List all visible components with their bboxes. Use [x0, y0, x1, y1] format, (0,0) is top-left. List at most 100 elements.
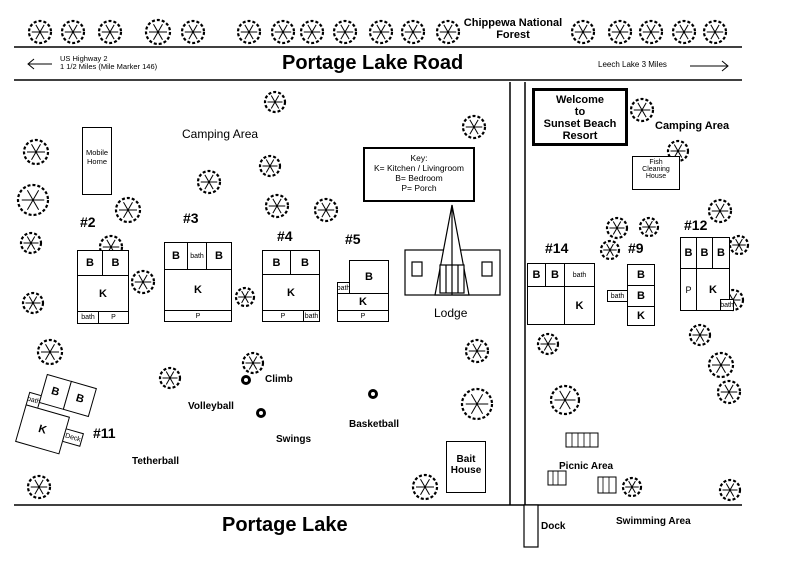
cabin-3: B bath B K P: [164, 242, 232, 322]
tree-icon: [607, 19, 633, 45]
cabin-12-room: bath: [720, 299, 734, 311]
tree-icon: [19, 231, 43, 255]
camping-area-right-label: Camping Area: [655, 120, 730, 132]
tree-icon: [263, 90, 287, 114]
cabin-2-room: P: [98, 311, 129, 324]
bait-house: Bait House: [446, 441, 486, 493]
dock: [523, 504, 539, 548]
tree-icon: [313, 197, 339, 223]
tree-icon: [22, 138, 50, 166]
cabin-3-number: #3: [183, 210, 199, 226]
cabin-9-room: bath: [607, 290, 628, 302]
fish-cleaning-house: Fish Cleaning House: [632, 156, 680, 190]
cabin-5-number: #5: [345, 231, 361, 247]
lodge-label: Lodge: [434, 306, 468, 320]
forest-label: Chippewa National Forest: [463, 17, 563, 42]
road-name: Portage Lake Road: [282, 52, 464, 74]
tree-icon: [629, 97, 655, 123]
welcome-sign: Welcome to Sunset Beach Resort: [532, 88, 628, 146]
tree-icon: [36, 338, 64, 366]
swimming-area-label: Swimming Area: [616, 516, 691, 527]
tree-icon: [144, 18, 172, 46]
tree-icon: [702, 19, 728, 45]
cabin-5: B bath K P: [337, 260, 389, 322]
tree-icon: [180, 19, 206, 45]
tree-icon: [299, 19, 325, 45]
tree-icon: [638, 216, 660, 238]
cabin-3-room: K: [164, 269, 232, 311]
tree-icon: [158, 366, 182, 390]
cabin-4-room: B: [290, 250, 320, 275]
dock-label: Dock: [541, 521, 566, 532]
tree-icon: [130, 269, 156, 295]
tree-icon: [332, 19, 358, 45]
tree-icon: [688, 323, 712, 347]
cabin-4-room: bath: [303, 310, 320, 322]
cabin-14-number: #14: [545, 240, 569, 256]
tree-icon: [270, 19, 296, 45]
direction-right: Leech Lake 3 Miles: [598, 60, 667, 69]
cabin-12-room: P: [680, 268, 697, 311]
swings-label: Swings: [276, 434, 312, 445]
cabin-14-room: B: [545, 263, 565, 287]
tree-icon: [599, 239, 621, 261]
tree-icon: [196, 169, 222, 195]
mobile-home: Mobile Home: [82, 127, 112, 195]
tree-icon: [570, 19, 596, 45]
basketball-label: Basketball: [349, 419, 400, 430]
tree-icon: [97, 19, 123, 45]
cabin-5-room: B: [349, 260, 389, 294]
cabin-4-room: B: [262, 250, 291, 275]
tree-icon: [707, 198, 733, 224]
tree-icon: [236, 19, 262, 45]
cabin-14-room: K: [564, 286, 595, 325]
cabin-11-number: #11: [93, 425, 116, 441]
cabin-9-number: #9: [628, 240, 644, 256]
tree-icon: [234, 286, 256, 308]
tree-icon: [368, 19, 394, 45]
cabin-11-room: Deck: [61, 428, 85, 447]
cabin-12-room: B: [680, 237, 697, 269]
arrow-right-icon: [690, 60, 729, 72]
cabin-14-room: bath: [564, 263, 595, 287]
cabin-14-room: B: [527, 263, 546, 287]
tree-icon: [605, 216, 629, 240]
tree-icon: [435, 19, 461, 45]
tree-icon: [461, 114, 487, 140]
tree-icon: [536, 332, 560, 356]
cabin-4-number: #4: [277, 228, 293, 244]
tree-icon: [460, 387, 494, 421]
cabin-9-room: B: [627, 285, 655, 307]
cabin-12-room: B: [712, 237, 730, 269]
volleyball-label: Volleyball: [188, 401, 234, 412]
activity-markers: [241, 375, 378, 418]
tree-icon: [26, 474, 52, 500]
tree-icon: [621, 476, 643, 498]
direction-left: US Highway 2 1 1/2 Miles (Mile Marker 14…: [60, 54, 158, 72]
tree-icon: [27, 19, 53, 45]
cabin-5-room: P: [337, 310, 389, 322]
tree-icon: [638, 19, 664, 45]
cabin-3-room: bath: [187, 242, 207, 270]
tree-icon: [716, 379, 742, 405]
tree-icon: [60, 19, 86, 45]
cabin-12: B B B P K bath: [680, 237, 734, 311]
cabin-9-room: K: [627, 306, 655, 326]
lake-name: Portage Lake: [222, 514, 348, 536]
cabin-4-room: K: [262, 274, 320, 311]
cabin-12-room: B: [696, 237, 713, 269]
tree-icon: [707, 351, 735, 379]
climb-label: Climb: [265, 374, 293, 385]
tree-icon: [241, 351, 265, 375]
cabin-4-room: P: [262, 310, 304, 322]
picnic-table-slats: [552, 433, 610, 493]
tree-icon: [549, 384, 581, 416]
tree-icon: [21, 291, 45, 315]
lodge-building: [404, 204, 501, 296]
cabin-14: B B bath K: [527, 263, 595, 325]
cabin-4: B B K P bath: [262, 250, 320, 322]
cabin-12-number: #12: [684, 217, 708, 233]
picnic-area-label: Picnic Area: [559, 461, 614, 472]
tree-icon: [16, 183, 50, 217]
tree-icon: [671, 19, 697, 45]
